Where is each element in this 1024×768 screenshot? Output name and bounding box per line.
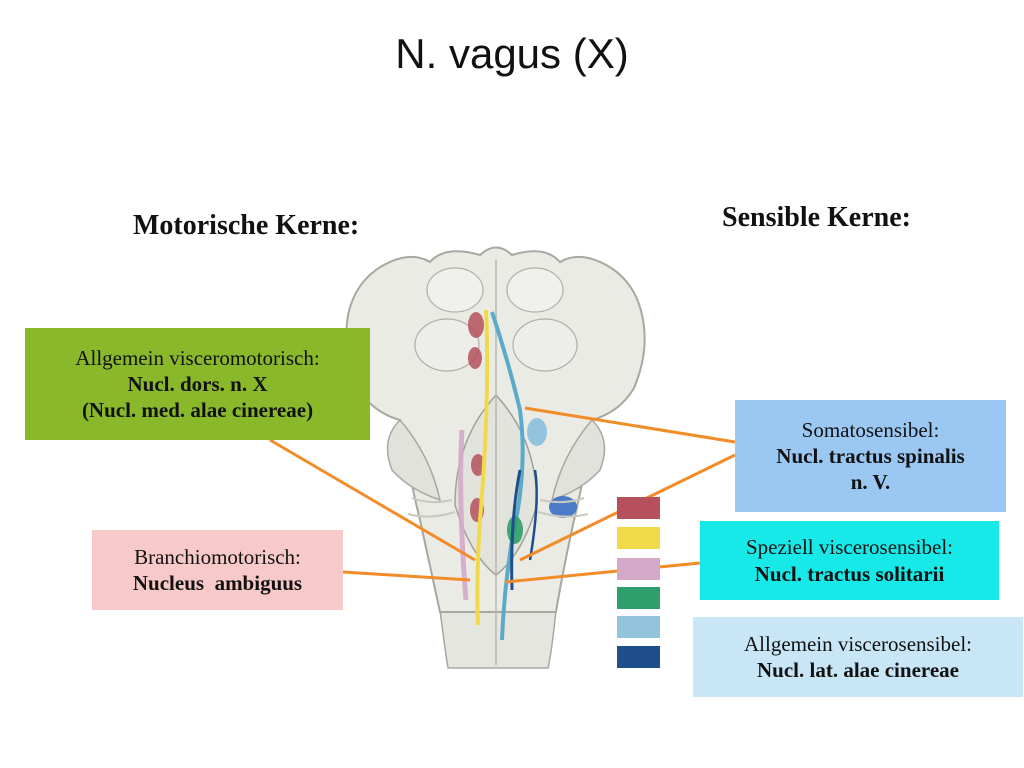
spinal-cord bbox=[439, 609, 557, 669]
colliculus-upper-left bbox=[426, 267, 484, 313]
special-viscerosensory-label-line1: Speziell viscerosensibel: bbox=[745, 535, 954, 560]
motor-nuclei-heading: Motorische Kerne: bbox=[133, 210, 360, 241]
nucleus-cyan bbox=[527, 418, 547, 446]
legend-swatch-lightblue bbox=[617, 616, 660, 638]
visceromotor-label-line1: Allgemein visceromotorisch: bbox=[75, 345, 320, 370]
nucleus-green bbox=[507, 516, 523, 544]
brainstem-illustration bbox=[345, 246, 646, 669]
tract-yellow bbox=[475, 309, 490, 626]
colliculus-lower-left bbox=[414, 318, 480, 372]
tract-blue-2 bbox=[528, 469, 538, 561]
general-viscerosensory-label: Allgemein viscerosensibel: Nucl. lat. al… bbox=[693, 617, 1023, 697]
somatosensory-label-line2: Nucl. tractus spinalis bbox=[776, 443, 965, 468]
branchiomotor-label-line2: Nucleus ambiguus bbox=[132, 571, 303, 595]
nucleus-red-2 bbox=[468, 347, 482, 369]
visceromotor-label-line2: Nucl. dors. n. X bbox=[127, 371, 268, 396]
tract-pink bbox=[458, 429, 469, 601]
legend-swatch-pink bbox=[617, 558, 660, 580]
pointer-somatosensory bbox=[524, 406, 736, 444]
peduncle-right bbox=[550, 418, 606, 502]
pointer-visceromotor bbox=[269, 438, 476, 562]
sensory-nuclei-heading: Sensible Kerne: bbox=[722, 202, 911, 233]
pointer-branchiomotor bbox=[342, 570, 471, 582]
somatosensory-label-line1: Somatosensibel: bbox=[801, 417, 940, 442]
branchiomotor-label: Branchiomotorisch: Nucleus ambiguus bbox=[92, 530, 343, 610]
legend-swatch-yellow bbox=[617, 527, 660, 549]
page-title: N. vagus (X) bbox=[395, 30, 629, 77]
somatosensory-label-line3: n. V. bbox=[850, 470, 891, 495]
somatosensory-label: Somatosensibel: Nucl. tractus spinalis n… bbox=[735, 400, 1006, 512]
general-viscerosensory-label-line2: Nucl. lat. alae cinereae bbox=[757, 658, 959, 682]
visceromotor-label: Allgemein visceromotorisch: Nucl. dors. … bbox=[25, 328, 370, 440]
nerve-roots bbox=[407, 497, 589, 518]
general-viscerosensory-label-line1: Allgemein viscerosensibel: bbox=[743, 631, 973, 656]
special-viscerosensory-label-line2: Nucl. tractus solitarii bbox=[754, 561, 945, 586]
special-viscerosensory-label: Speziell viscerosensibel: Nucl. tractus … bbox=[700, 521, 999, 600]
legend-swatch-green bbox=[617, 587, 660, 609]
branchiomotor-label-line1: Branchiomotorisch: bbox=[134, 544, 301, 569]
tract-blue-1 bbox=[510, 469, 522, 591]
tract-cyan bbox=[490, 311, 525, 641]
visceromotor-label-line3: (Nucl. med. alae cinereae) bbox=[81, 398, 314, 423]
legend-swatch-red bbox=[617, 497, 660, 519]
legend-swatch-darkblue bbox=[617, 646, 660, 668]
peduncle-left bbox=[386, 418, 442, 502]
colliculus-lower-right bbox=[512, 318, 578, 372]
nucleus-red-1 bbox=[468, 312, 484, 338]
nucleus-red-3 bbox=[471, 454, 485, 476]
pointer-solitarius bbox=[504, 561, 701, 584]
colliculus-upper-right bbox=[506, 267, 564, 313]
